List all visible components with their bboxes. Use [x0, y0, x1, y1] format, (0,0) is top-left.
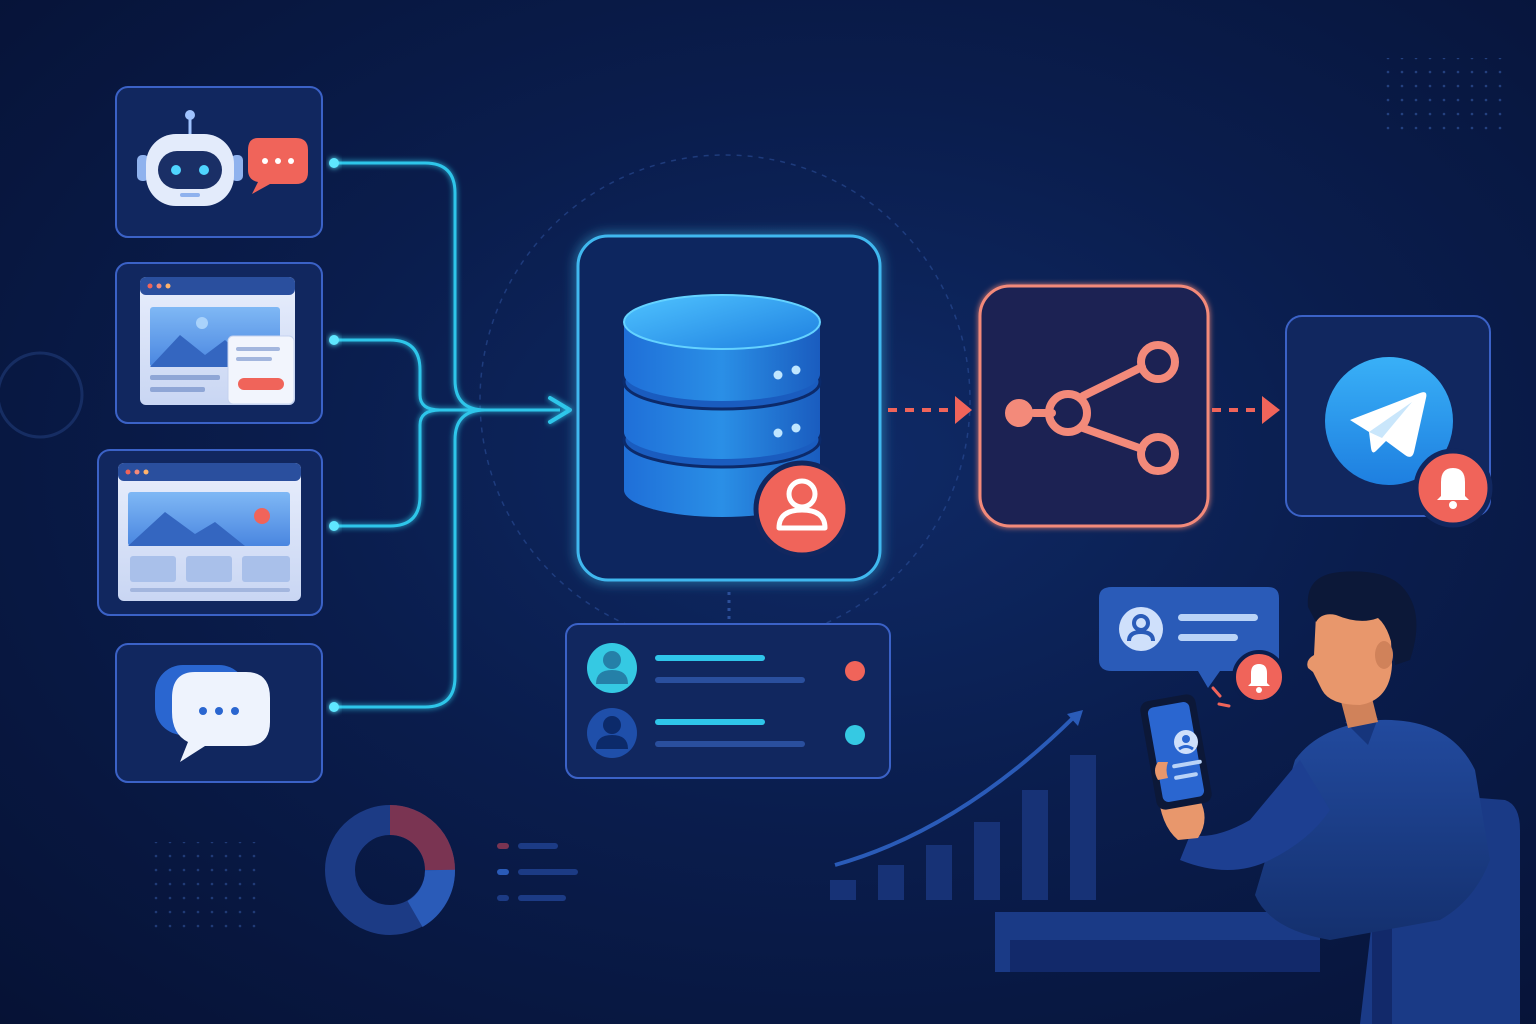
notification-bubble: [1099, 587, 1279, 688]
chat-bubble-icon: [155, 665, 270, 762]
source-connectors: [334, 161, 560, 709]
person-illustration: [995, 571, 1520, 1024]
source-card-landing-page[interactable]: [115, 262, 323, 424]
source-card-website[interactable]: [97, 449, 323, 616]
signal-lines: [1211, 686, 1231, 708]
hub-to-router-arrow: [888, 396, 972, 424]
database-icon: [622, 294, 822, 517]
chat-bubble-icon: [248, 138, 308, 194]
telegram-card[interactable]: [1285, 315, 1493, 528]
website-icon: [118, 463, 301, 601]
leads-list-card[interactable]: [565, 623, 891, 779]
landing-page-icon: [140, 277, 295, 405]
user-icon: [753, 460, 851, 558]
list-item[interactable]: [587, 643, 865, 693]
phone-icon: [1140, 694, 1212, 810]
source-card-messenger[interactable]: [115, 643, 323, 783]
status-dot: [845, 661, 865, 681]
hub-arrow-head: [548, 396, 572, 424]
bar-chart-decor: [830, 710, 1096, 900]
connector-dots: [329, 158, 339, 712]
bell-icon: [1232, 650, 1286, 704]
database-hub-card[interactable]: [576, 234, 882, 582]
source-card-chatbot[interactable]: [115, 86, 323, 238]
router-card[interactable]: [978, 284, 1210, 528]
router-to-telegram-arrow: [1212, 396, 1280, 424]
telegram-icon: [1325, 357, 1453, 485]
bell-icon: [1413, 448, 1493, 528]
background-decor: [0, 58, 1510, 932]
list-item[interactable]: [587, 708, 865, 758]
status-dot: [845, 725, 865, 745]
share-nodes-icon: [1005, 341, 1179, 475]
chatbot-icon: [137, 110, 243, 206]
donut-chart-decor: [325, 805, 578, 935]
